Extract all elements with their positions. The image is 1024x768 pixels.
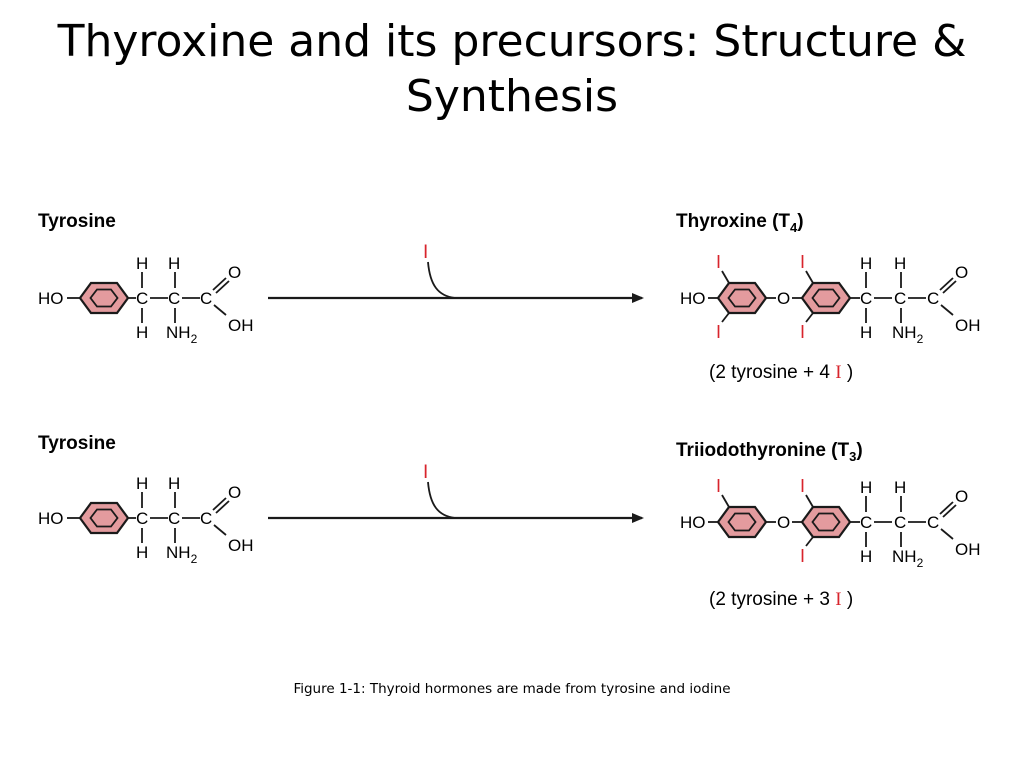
slide-title: Thyroxine and its precursors: Structure … — [0, 14, 1024, 124]
reaction-2: Tyrosine HO C C C H H H NH2 O OH — [38, 433, 981, 610]
product-label: Thyroxine (T4) — [676, 211, 804, 235]
benzene-ring — [716, 281, 768, 315]
reaction-arrow-2: I — [268, 462, 644, 523]
atom-h: H — [168, 474, 180, 493]
benzene-ring — [78, 281, 130, 315]
reactant-label: Tyrosine — [38, 433, 116, 454]
atom-h: H — [894, 254, 906, 273]
reaction-1: Tyrosine HO C C C H H H NH2 O OH — [38, 211, 981, 383]
benzene-ring — [800, 281, 852, 315]
atom-o: O — [955, 263, 968, 282]
atom-h: H — [860, 323, 872, 342]
atom-c: C — [168, 289, 180, 308]
tyrosine-structure-2: Tyrosine HO C C C H H H NH2 O OH — [38, 433, 254, 566]
atom-h: H — [168, 254, 180, 273]
triiodothyronine-structure: Triiodothyronine (T3) HO O I I I C C C H — [676, 440, 981, 610]
atom-ho: HO — [38, 509, 64, 528]
atom-ho: HO — [680, 289, 706, 308]
atom-nh2: NH2 — [892, 323, 924, 346]
atom-c: C — [136, 509, 148, 528]
atom-h: H — [860, 478, 872, 497]
atom-oh: OH — [955, 316, 981, 335]
atom-h: H — [136, 474, 148, 493]
reaction-arrow-1: I — [268, 242, 644, 303]
iodine-reagent: I — [423, 242, 428, 263]
atom-h: H — [136, 543, 148, 562]
benzene-ring — [78, 501, 130, 535]
atom-c: C — [168, 509, 180, 528]
iodine-atom: I — [800, 322, 805, 342]
atom-h: H — [860, 254, 872, 273]
atom-ho: HO — [38, 289, 64, 308]
iodine-atom: I — [800, 476, 805, 496]
iodine-reagent: I — [423, 462, 428, 483]
benzene-ring — [716, 505, 768, 539]
atom-oh: OH — [228, 316, 254, 335]
atom-oh: OH — [955, 540, 981, 559]
atom-c: C — [200, 509, 212, 528]
atom-o: O — [777, 513, 790, 532]
tyrosine-structure-1: Tyrosine HO C C C H H H NH2 O OH — [38, 211, 254, 346]
atom-o: O — [228, 263, 241, 282]
atom-h: H — [860, 547, 872, 566]
figure-caption: Figure 1-1: Thyroid hormones are made fr… — [293, 681, 731, 697]
iodine-atom: I — [716, 252, 721, 272]
recipe-text: (2 tyrosine + 3 I ) — [709, 589, 853, 610]
benzene-ring — [800, 505, 852, 539]
slide-title-line-2: Synthesis — [405, 71, 619, 122]
thyroid-hormone-synthesis-figure: Tyrosine HO C C C H H H NH2 O OH — [38, 211, 981, 610]
iodine-atom: I — [800, 252, 805, 272]
atom-c: C — [927, 513, 939, 532]
atom-h: H — [894, 478, 906, 497]
atom-c: C — [860, 513, 872, 532]
iodine-atom: I — [800, 546, 805, 566]
atom-nh2: NH2 — [166, 543, 198, 566]
atom-c: C — [200, 289, 212, 308]
slide-title-line-1: Thyroxine and its precursors: Structure … — [57, 16, 967, 67]
atom-c: C — [894, 289, 906, 308]
atom-c: C — [894, 513, 906, 532]
atom-ho: HO — [680, 513, 706, 532]
thyroxine-structure: Thyroxine (T4) HO O I I I I C C C H — [676, 211, 981, 383]
atom-h: H — [136, 254, 148, 273]
atom-c: C — [927, 289, 939, 308]
atom-nh2: NH2 — [892, 547, 924, 570]
atom-nh2: NH2 — [166, 323, 198, 346]
atom-o: O — [955, 487, 968, 506]
recipe-text: (2 tyrosine + 4 I ) — [709, 362, 853, 383]
atom-c: C — [136, 289, 148, 308]
atom-c: C — [860, 289, 872, 308]
reactant-label: Tyrosine — [38, 211, 116, 232]
product-label: Triiodothyronine (T3) — [676, 440, 863, 464]
iodine-atom: I — [716, 476, 721, 496]
atom-o: O — [777, 289, 790, 308]
atom-h: H — [136, 323, 148, 342]
iodine-atom: I — [716, 322, 721, 342]
atom-oh: OH — [228, 536, 254, 555]
atom-o: O — [228, 483, 241, 502]
